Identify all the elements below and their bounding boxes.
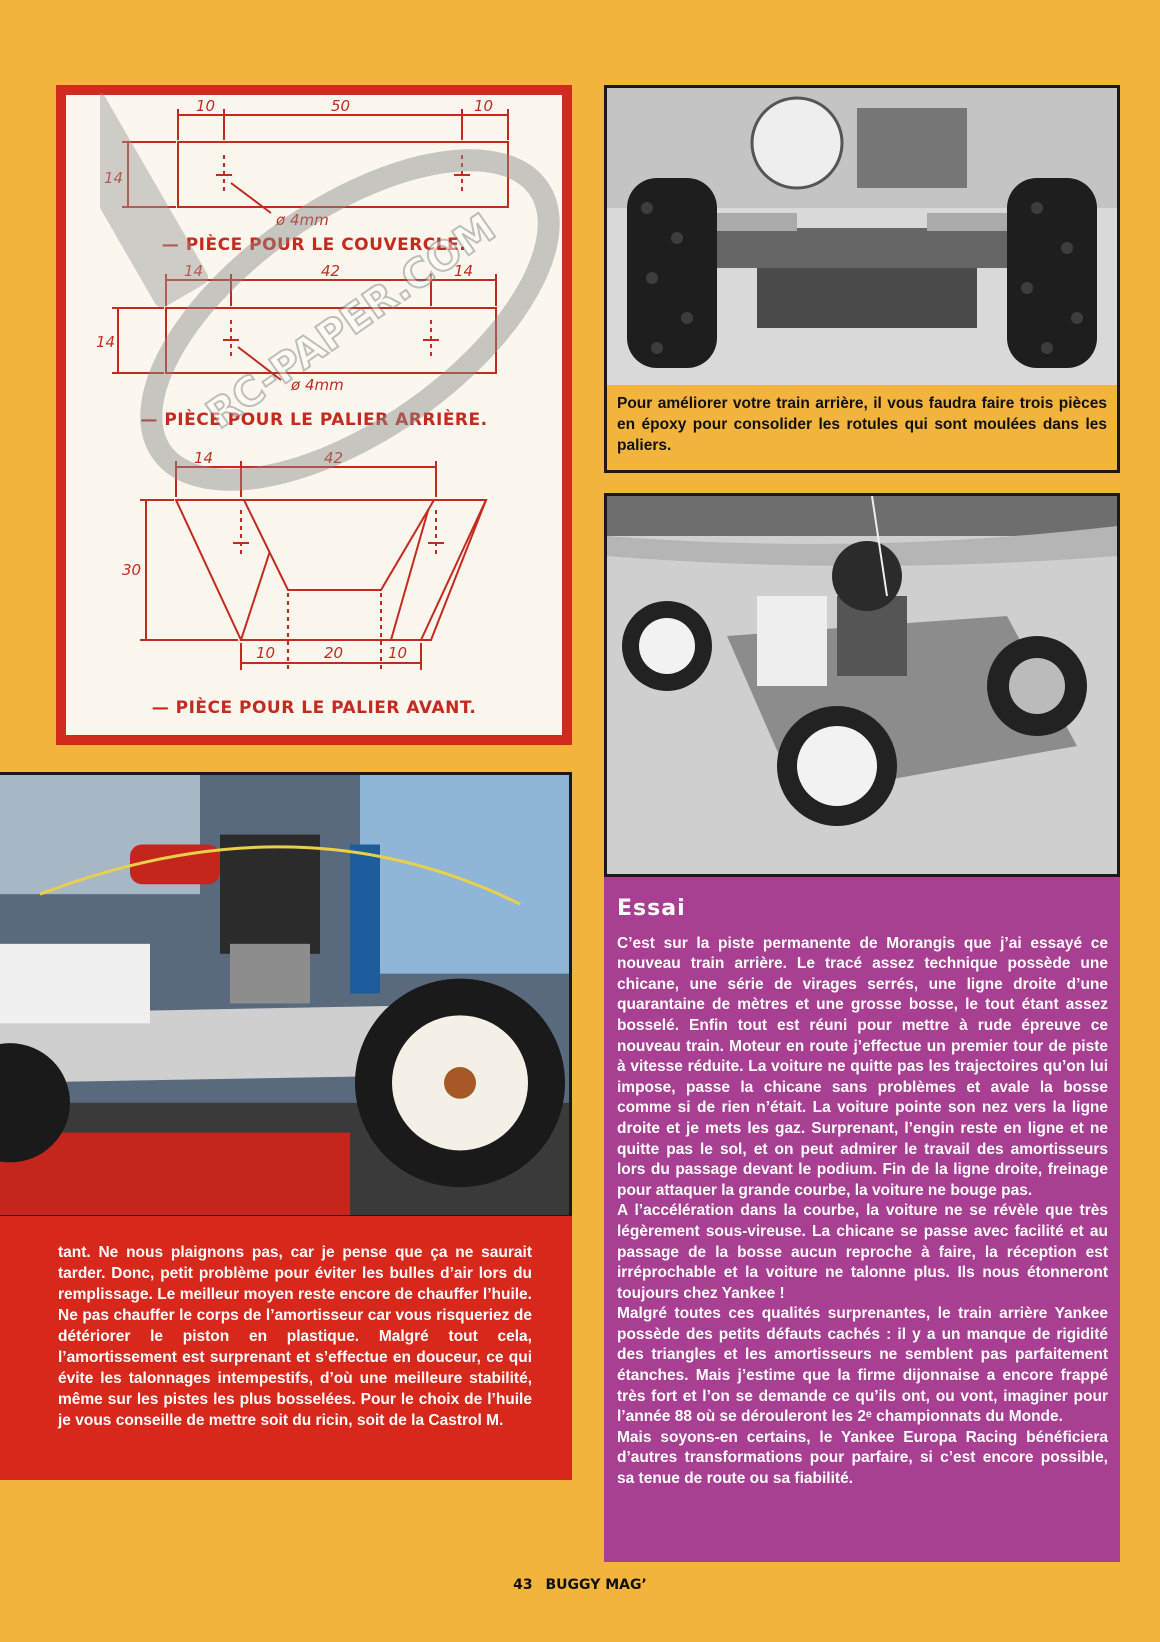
dim-p3-bottom-left: 10 [256, 644, 275, 662]
dim-p3-height: 30 [122, 561, 141, 579]
photo-caption: Pour améliorer votre train arrière, il v… [604, 385, 1120, 473]
dim-p2-right: 14 [454, 262, 473, 280]
caption-cover-piece: — PIÈCE POUR LE COUVERCLE. [161, 235, 467, 255]
dim-p2-middle: 42 [321, 262, 340, 280]
dim-p2-hole: ø 4mm [290, 376, 344, 394]
dim-p3-bottom-right: 10 [388, 644, 407, 662]
dim-p3-bottom-middle: 20 [324, 644, 343, 662]
dim-p1-left: 10 [196, 97, 215, 115]
caption-front-bearing-piece: — PIÈCE POUR LE PALIER AVANT. [151, 698, 477, 718]
page-number: 43 [513, 1577, 533, 1593]
essay-paragraph-2: A l’accélération dans la courbe, la voit… [617, 1202, 1108, 1302]
essay-title: Essai [617, 896, 686, 921]
dim-p2-height: 14 [96, 333, 115, 351]
dim-p2-left: 14 [184, 262, 203, 280]
essay-section: Essai C’est sur la piste permanente de M… [604, 877, 1120, 1562]
dim-p1-height: 14 [104, 169, 123, 187]
dim-p3-top-middle: 42 [324, 449, 343, 467]
photo-engine-closeup [0, 772, 572, 1218]
photo-buggy-on-track [604, 493, 1120, 877]
essay-paragraph-3: Malgré toutes ces qualités surprenantes,… [617, 1305, 1108, 1426]
article-continuation: tant. Ne nous plaignons pas, car je pens… [0, 1216, 572, 1480]
photo-rear-suspension [604, 85, 1120, 385]
dim-p1-right: 10 [474, 97, 493, 115]
dimension-drawing: 10 50 10 14 ø 4mm 14 42 14 14 ø 4mm 14 4… [96, 97, 509, 670]
essay-paragraph-4: Mais soyons-en certains, le Yankee Europ… [617, 1428, 1108, 1488]
page-footer: 43 BUGGY MAG’ [0, 1577, 1160, 1593]
dim-p1-middle: 50 [331, 97, 350, 115]
dim-p3-top-left: 14 [194, 449, 213, 467]
technical-drawing-panel: 10 50 10 14 ø 4mm 14 42 14 14 ø 4mm 14 4… [56, 85, 572, 745]
magazine-name: BUGGY MAG’ [545, 1577, 647, 1593]
caption-rear-bearing-piece: — PIÈCE POUR LE PALIER ARRIÈRE. [140, 410, 488, 430]
dim-p1-hole: ø 4mm [275, 211, 329, 229]
essay-paragraph-1: C’est sur la piste permanente de Morangi… [617, 934, 1108, 1199]
drawing-sheet: 10 50 10 14 ø 4mm 14 42 14 14 ø 4mm 14 4… [66, 95, 562, 735]
